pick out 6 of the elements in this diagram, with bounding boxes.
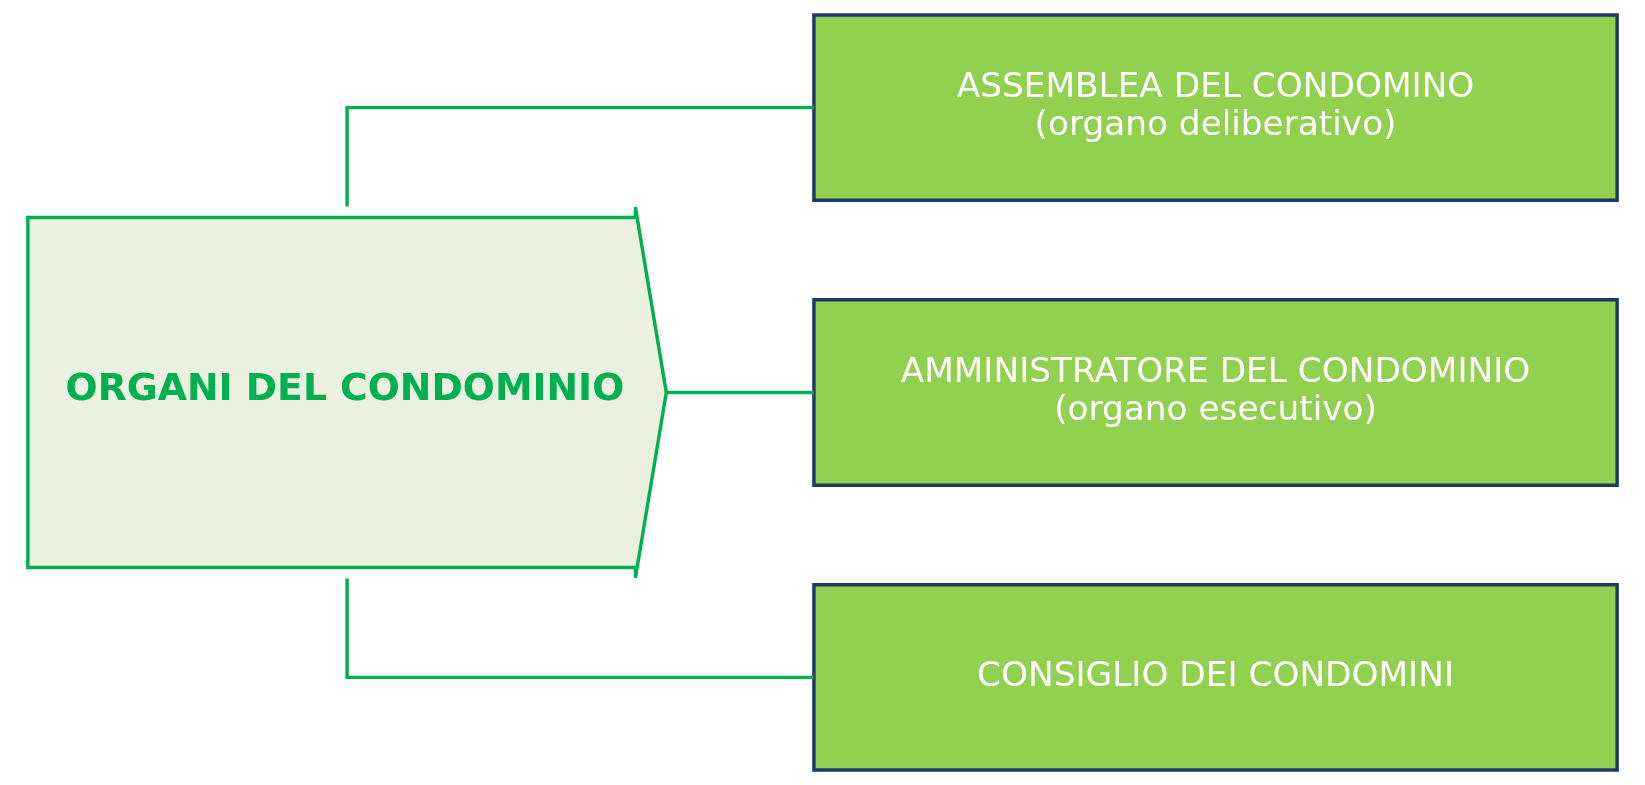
connector (345, 105, 814, 207)
node-box: AMMINISTRATORE DEL CONDOMINIO (organo esecutivo) (812, 298, 1619, 487)
node-box: CONSIGLIO DEI CONDOMINI (812, 583, 1619, 772)
node-box: ASSEMBLEA DEL CONDOMINO (organo deliberativo) (812, 13, 1619, 202)
connector (666, 390, 814, 395)
connector (345, 578, 814, 680)
